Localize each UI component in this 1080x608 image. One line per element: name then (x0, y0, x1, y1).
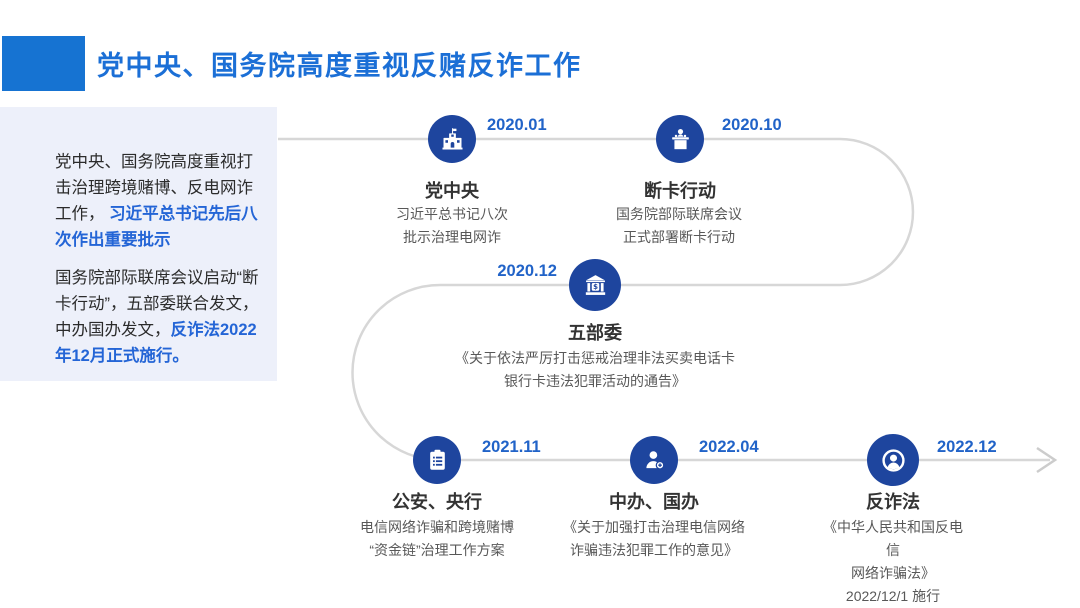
timeline-node-circle (656, 115, 704, 163)
timeline-node-description: 《关于加强打击治理电信网络 诈骗违法犯罪工作的意见》 (563, 519, 745, 558)
svg-text:$: $ (593, 283, 598, 291)
timeline-node-title: 中办、国办 (609, 492, 699, 512)
timeline-node-description: 电信网络诈骗和跨境赌博 “资金链”治理工作方案 (360, 519, 514, 558)
timeline-node-circle: $ (569, 259, 621, 311)
summary-highlight: 反诈法2022 年12月正式施行。 (55, 321, 257, 365)
timeline-date: 2020.10 (722, 116, 782, 134)
arrow-head-icon (1036, 446, 1058, 474)
timeline-node-circle (428, 115, 476, 163)
timeline-node-description: 《中华人民共和国反电 信 网络诈骗法》 2022/12/1 施行 (823, 519, 963, 604)
clipboard-list-icon (429, 449, 445, 470)
timeline-date: 2020.12 (497, 262, 557, 280)
timeline-node-description: 《关于依法严厉打击惩戒治理非法买卖电话卡 银行卡违法犯罪活动的通告》 (455, 350, 735, 389)
person-circle-icon (881, 448, 905, 472)
header-accent-square (2, 36, 85, 91)
timeline-date: 2020.01 (487, 116, 547, 134)
summary-text: 党中央、国务院高度重视打击治理跨境赌博、反电网诈工作， (55, 153, 253, 223)
summary-text: 国务院部际联席会议启动“断卡行动”，五部委联合发文，中办国办发文， (55, 269, 259, 339)
government-building-icon (441, 127, 463, 150)
timeline-node-title: 五部委 (568, 323, 622, 343)
timeline-node-circle (867, 434, 919, 486)
timeline-node-title: 党中央 (425, 181, 479, 201)
timeline-node-title: 反诈法 (866, 492, 920, 512)
timeline-node-title: 断卡行动 (644, 181, 716, 201)
summary-paragraph-1: 党中央、国务院高度重视打击治理跨境赌博、反电网诈工作， 习近平总书记先后八次作出… (55, 149, 259, 253)
timeline-node-circle (630, 436, 678, 484)
timeline-node-title: 公安、央行 (392, 492, 482, 512)
page-title: 党中央、国务院高度重视反赌反诈工作 (97, 51, 582, 81)
bank-icon: $ (585, 274, 605, 295)
timeline-node-description: 习近平总书记八次 批示治理电网诈 (396, 206, 508, 245)
person-add-icon (645, 450, 664, 470)
summary-paragraph-2: 国务院部际联席会议启动“断卡行动”，五部委联合发文，中办国办发文，反诈法2022… (55, 265, 259, 369)
podium-icon (671, 128, 689, 149)
timeline-node-description: 国务院部际联席会议 正式部署断卡行动 (616, 206, 742, 245)
summary-highlight: 习近平总书记先后八次作出重要批示 (55, 205, 258, 249)
timeline-date: 2022.12 (937, 438, 997, 456)
timeline-date: 2022.04 (699, 438, 759, 456)
timeline-date: 2021.11 (482, 438, 541, 456)
timeline-node-circle (413, 436, 461, 484)
summary-panel: 党中央、国务院高度重视打击治理跨境赌博、反电网诈工作， 习近平总书记先后八次作出… (0, 107, 277, 381)
